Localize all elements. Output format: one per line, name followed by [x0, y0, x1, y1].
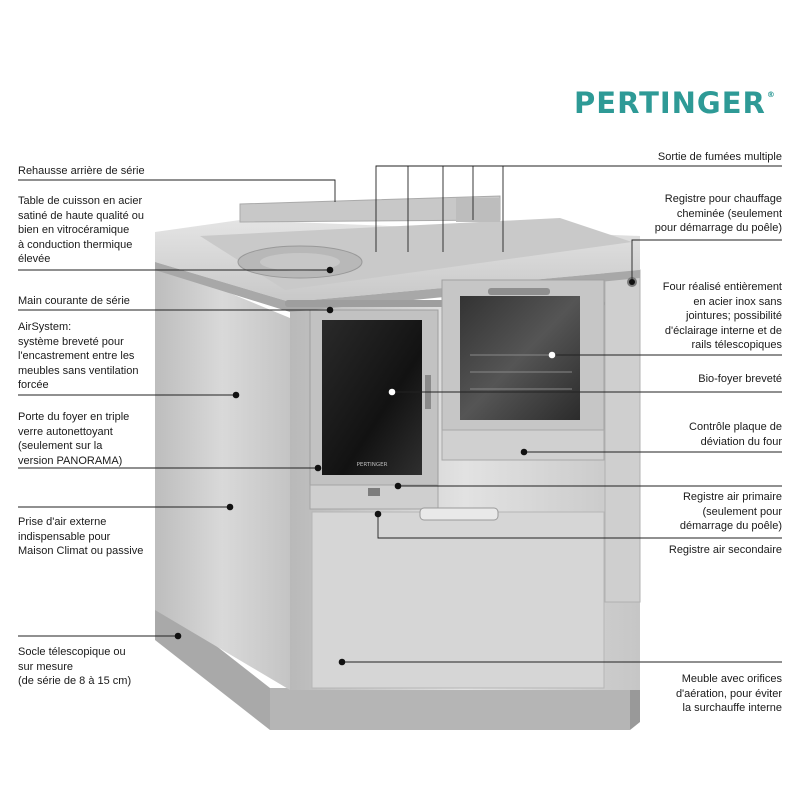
ash-drawer — [309, 484, 439, 510]
label-cabinet: Meuble avec orifices d'aération, pour év… — [675, 673, 782, 714]
dot-cabinet — [338, 658, 346, 666]
label-secondary-air: Registre air secondaire — [668, 544, 782, 556]
oven — [441, 279, 605, 451]
leader-lines — [18, 165, 782, 663]
marker-dots — [174, 266, 635, 666]
dot-plinth — [174, 632, 182, 640]
fire-door — [309, 309, 439, 486]
label-fire-door: Porte du foyer en triple verre autonetto… — [18, 411, 130, 467]
label-deflector-control: Contrôle plaque de déviation du four — [689, 421, 782, 448]
cabinet-handle — [419, 507, 499, 521]
dot-secondary-air — [374, 510, 382, 518]
dot-chimney-register — [629, 279, 635, 285]
label-chimney-register: Registre pour chauffage cheminée (seulem… — [654, 193, 782, 234]
dot-air-intake — [226, 503, 234, 511]
registered-mark: ® — [766, 90, 776, 99]
dot-deflector-control — [520, 448, 528, 456]
dot-bio-hearth — [388, 388, 396, 396]
label-cooktop: Table de cuisson en acier satiné de haut… — [18, 195, 144, 265]
label-handrail: Main courante de série — [18, 295, 130, 307]
dot-cooktop — [326, 266, 334, 274]
plinth — [155, 598, 640, 730]
label-rehausse: Rehausse arrière de série — [18, 165, 145, 177]
dot-fire-door — [314, 464, 322, 472]
dot-oven — [548, 351, 556, 359]
label-bio-hearth: Bio-foyer breveté — [698, 373, 782, 385]
label-airsystem: AirSystem: système breveté pour l'encast… — [18, 321, 139, 391]
label-air-intake: Prise d'air externe indispensable pour M… — [18, 516, 144, 557]
label-primary-air: Registre air primaire (seulement pour dé… — [679, 491, 782, 532]
label-plinth: Socle télescopique ou sur mesure (de sér… — [18, 646, 132, 687]
oven-bottom-panel — [441, 429, 605, 461]
brand-logo: PERTINGER® — [574, 86, 776, 120]
dot-airsystem — [232, 391, 240, 399]
dot-handrail — [326, 306, 334, 314]
door-badge-text: PERTINGER — [357, 462, 388, 468]
side-panel — [155, 262, 290, 690]
label-smoke-outlet: Sortie de fumées multiple — [657, 151, 782, 163]
brand-logo-text: PERTINGER — [574, 86, 766, 120]
label-oven: Four réalisé entièrement en acier inox s… — [662, 281, 782, 351]
back-rail — [239, 195, 501, 223]
dot-primary-air — [394, 482, 402, 490]
